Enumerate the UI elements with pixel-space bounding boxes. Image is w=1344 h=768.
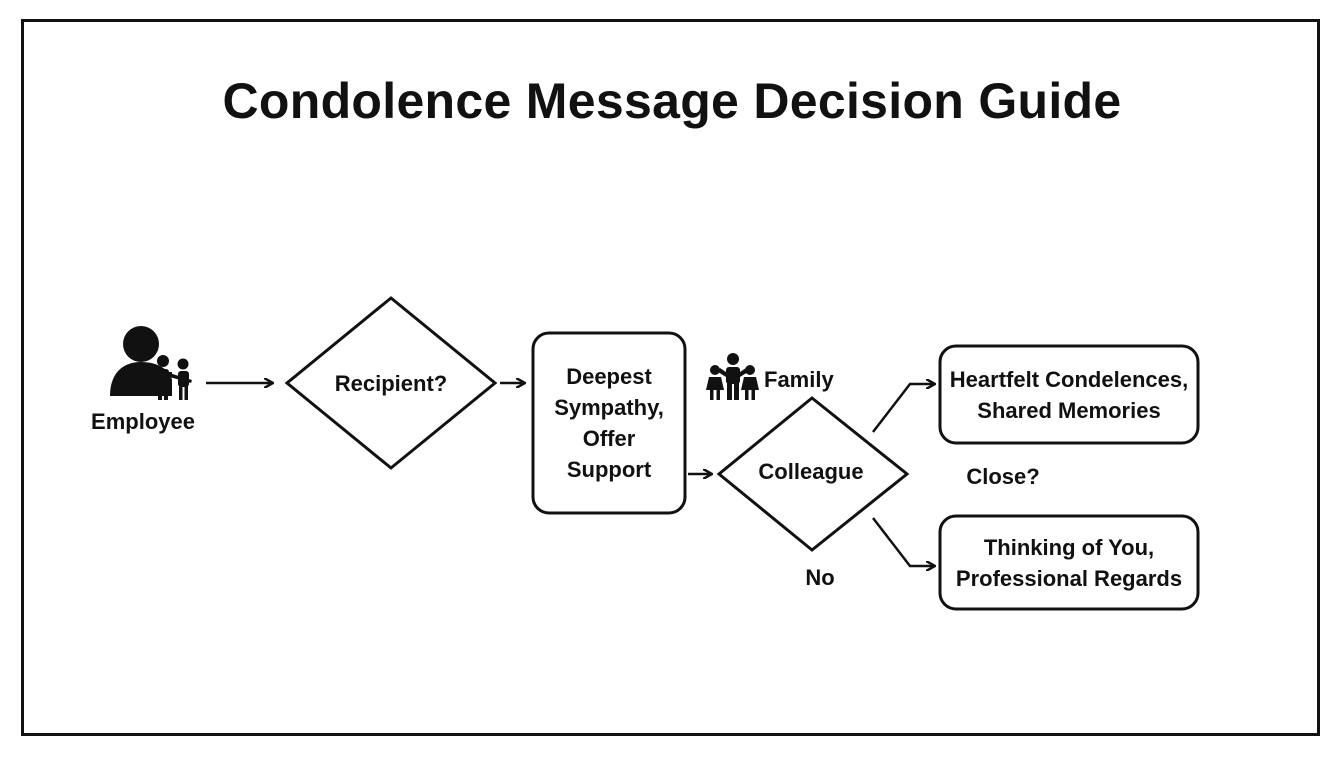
heartfelt-text: Heartfelt Condelences, Shared Memories [940, 346, 1198, 443]
thinking-box [938, 514, 1200, 611]
colleague-decision-shape [716, 396, 910, 552]
employee-label: Employee [91, 409, 195, 434]
deepest-sympathy-box [531, 331, 687, 515]
diagram-title: Condolence Message Decision Guide [222, 73, 1122, 129]
arrow-colleague-to-thinking [872, 517, 934, 566]
arrow-colleague-to-heartfelt [872, 384, 934, 433]
recipient-decision-label: Recipient? [334, 371, 448, 396]
family-icon [706, 353, 759, 400]
person-with-family-icon [110, 326, 192, 400]
thinking-text: Thinking of You, Professional Regards [940, 516, 1198, 609]
thinking-label: Thinking of You, Professional Regards [955, 534, 1183, 591]
recipient-decision-shape [284, 296, 498, 470]
diagram-frame [21, 19, 1320, 736]
close-label: Close? [966, 464, 1040, 489]
deepest-sympathy-label: Deepest Sympathy, Offer Support [554, 364, 664, 482]
colleague-decision-label: Colleague [758, 459, 864, 484]
family-label: Family [764, 367, 834, 392]
deepest-sympathy-text: Deepest Sympathy, Offer Support [533, 333, 685, 513]
heartfelt-label: Heartfelt Condelences, Shared Memories [949, 366, 1189, 423]
heartfelt-box [938, 344, 1200, 445]
no-label: No [805, 565, 835, 590]
